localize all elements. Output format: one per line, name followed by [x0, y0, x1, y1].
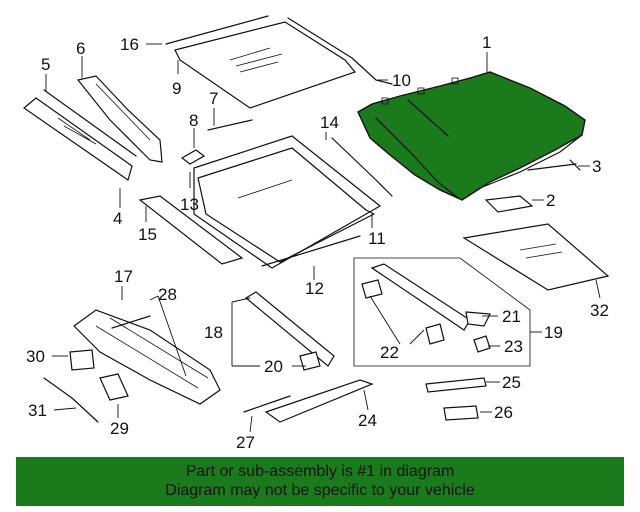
part-31-cable[interactable]: [43, 377, 99, 423]
callout-1: 1: [482, 33, 491, 52]
part-4-sunshade[interactable]: [23, 97, 133, 181]
banner-line-2: Diagram may not be specific to your vehi…: [165, 482, 475, 499]
callout-32: 32: [590, 301, 609, 320]
callout-28: 28: [158, 285, 177, 304]
callout-19: 19: [544, 323, 563, 342]
callout-2: 2: [546, 191, 555, 210]
part-3-bolt[interactable]: [527, 159, 581, 171]
callout-12: 12: [305, 279, 324, 298]
part-11-frame-seal[interactable]: [197, 147, 375, 263]
part-9-glass-panel[interactable]: [174, 21, 357, 109]
callout-7: 7: [209, 89, 218, 108]
callout-11: 11: [368, 229, 386, 248]
part-16-seal-strip[interactable]: [165, 15, 393, 85]
part-13-roof-frame[interactable]: [193, 135, 381, 269]
part-20-clip[interactable]: [299, 351, 321, 371]
part-17-mechanism-frame[interactable]: [73, 309, 221, 405]
part-12-drain-seal[interactable]: [261, 235, 361, 267]
callout-20: 20: [264, 357, 283, 376]
part-18-rail[interactable]: [244, 291, 335, 367]
callout-26: 26: [494, 403, 513, 422]
callout-8: 8: [189, 111, 198, 130]
callout-labels: 1 2 3 4 5 6 7 8 9 10 11 12 13 14 15 16 1…: [26, 33, 609, 452]
part-19-group[interactable]: [353, 257, 531, 367]
callout-27: 27: [236, 433, 255, 452]
callout-25: 25: [502, 373, 521, 392]
part-2-bracket[interactable]: [484, 195, 534, 213]
parts-diagram: 1 2 3 4 5 6 7 8 9 10 11 12 13 14 15 16 1…: [23, 15, 610, 452]
part-26-clip[interactable]: [443, 405, 479, 421]
part-30-motor[interactable]: [69, 349, 95, 371]
callout-24: 24: [358, 411, 377, 430]
callout-5: 5: [41, 55, 50, 74]
part-25-strip[interactable]: [425, 377, 487, 393]
banner-line-1: Part or sub-assembly is #1 in diagram: [185, 463, 455, 480]
part-32-rear-glass[interactable]: [462, 223, 610, 291]
callout-17: 17: [114, 267, 133, 286]
part-28-guide[interactable]: [111, 315, 151, 329]
callout-10: 10: [392, 71, 411, 90]
callout-14: 14: [320, 113, 339, 132]
callout-4: 4: [113, 209, 122, 228]
part-5-trim-strip[interactable]: [43, 89, 137, 157]
part-1-roof-panel[interactable]: [357, 71, 586, 201]
callout-23: 23: [504, 337, 523, 356]
part-6-front-trim[interactable]: [76, 75, 163, 163]
leader-lines: [45, 43, 601, 433]
callout-18: 18: [204, 323, 223, 342]
part-7-bracket[interactable]: [207, 119, 253, 131]
info-banner: Part or sub-assembly is #1 in diagram Di…: [16, 457, 624, 506]
callout-30: 30: [26, 347, 45, 366]
part-24-rail[interactable]: [264, 379, 374, 423]
part-8-clip[interactable]: [180, 149, 206, 165]
callout-6: 6: [76, 39, 85, 58]
part-14-rail[interactable]: [331, 137, 393, 197]
callout-15: 15: [138, 225, 157, 244]
callout-21: 21: [502, 307, 521, 326]
callout-9: 9: [172, 79, 181, 98]
part-29-module[interactable]: [99, 373, 129, 401]
callout-31: 31: [28, 401, 47, 420]
part-15-front-rail[interactable]: [138, 195, 244, 265]
callout-29: 29: [110, 419, 129, 438]
callout-22: 22: [380, 343, 399, 362]
part-27-trim[interactable]: [243, 395, 291, 413]
callout-13: 13: [180, 195, 199, 214]
callout-16: 16: [120, 35, 139, 54]
callout-3: 3: [592, 157, 601, 176]
